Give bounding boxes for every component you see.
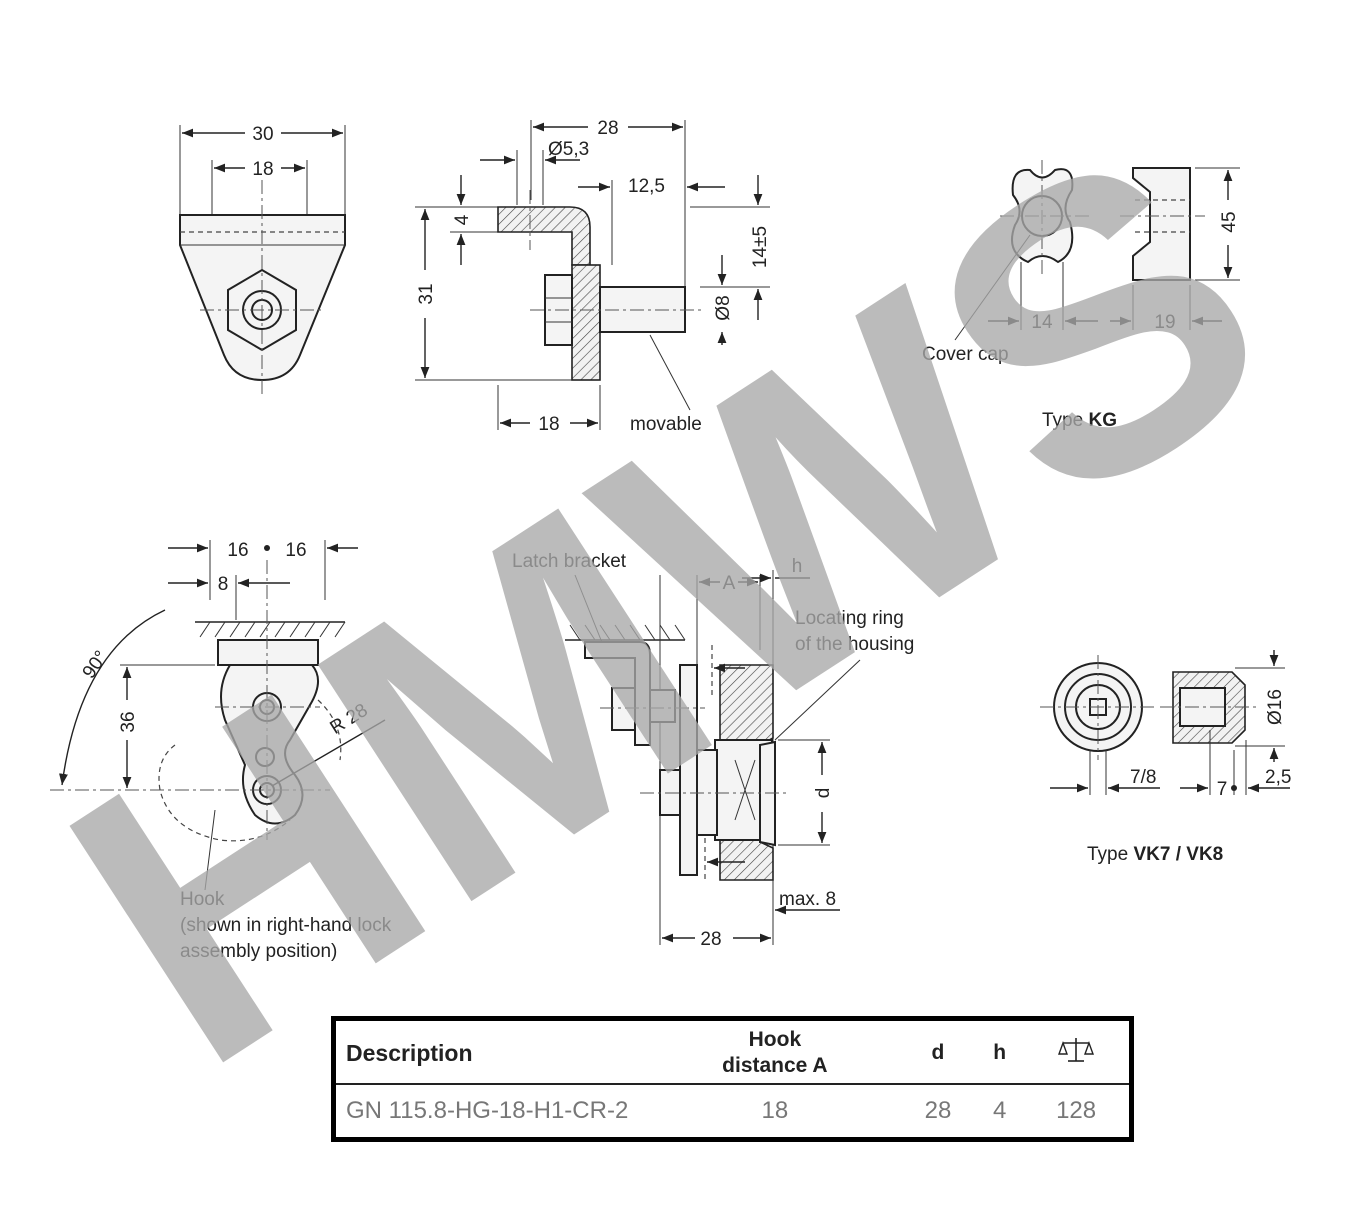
specification-table: Description Hook distance A d h <box>331 1016 1134 1142</box>
header-description: Description <box>336 1021 650 1085</box>
hook-offset-dim: 8 <box>218 574 229 595</box>
header-d: d <box>899 1021 977 1085</box>
side-range-dim: 14±5 <box>750 226 771 268</box>
cell-description: GN 115.8-HG-18-H1-CR-2 <box>346 1097 629 1124</box>
type-vk-view: Ø16 7/8 7 2,5 Type VK7 / VK8 <box>1040 650 1291 865</box>
front-width-dim: 30 <box>252 124 273 145</box>
front-hole-spacing-dim: 18 <box>252 159 273 180</box>
scale-icon <box>1058 1037 1095 1062</box>
assembly-d-dim: d <box>813 788 834 799</box>
assembly-h-dim: h <box>792 556 803 577</box>
hook-label-line1: Hook <box>180 889 225 910</box>
assembly-a-dim: A <box>723 573 736 594</box>
vk-7-dim: 7 <box>1217 779 1228 800</box>
header-weight <box>1023 1021 1129 1085</box>
movable-label: movable <box>630 414 702 435</box>
assembly-max-dim: max. 8 <box>779 889 836 910</box>
cell-d: 28 <box>924 1097 952 1124</box>
cell-hook-distance: 18 <box>761 1097 789 1124</box>
side-view: 28 Ø5,3 12,5 31 4 14±5 Ø8 <box>415 118 771 435</box>
table-row: GN 115.8-HG-18-H1-CR-2 18 28 4 128 <box>336 1084 1129 1137</box>
cell-weight: 128 <box>1056 1097 1097 1124</box>
assembly-depth-dim: 28 <box>700 929 721 950</box>
side-offset-dim: 12,5 <box>628 176 665 197</box>
locating-ring-label-line1: Locating ring <box>795 608 904 629</box>
side-width-dim: 28 <box>597 118 618 139</box>
hook-right-dim: 16 <box>285 540 306 561</box>
kg-height-dim: 45 <box>1219 211 1240 232</box>
front-view: 30 18 <box>179 124 346 395</box>
header-hook-line1: Hook <box>748 1028 802 1051</box>
header-hook-distance: Hook distance A <box>650 1021 900 1085</box>
table-header-row: Description Hook distance A d h <box>336 1021 1129 1085</box>
header-h: h <box>976 1021 1024 1085</box>
hook-label-line2: (shown in right-hand lock <box>180 915 392 936</box>
header-hook-line2: distance A <box>722 1054 828 1077</box>
cell-h: 4 <box>992 1097 1007 1124</box>
side-bolt-dim: Ø8 <box>713 295 734 320</box>
vk-25-dim: 2,5 <box>1265 767 1291 788</box>
hook-left-dim: 16 <box>227 540 248 561</box>
side-height-dim: 31 <box>416 283 437 304</box>
hook-label-line3: assembly position) <box>180 941 337 962</box>
cover-cap-label: Cover cap <box>922 344 1009 365</box>
hook-height-dim: 36 <box>118 711 139 732</box>
hook-angle-dim: 90° <box>79 647 113 683</box>
vk-diameter-dim: Ø16 <box>1265 689 1286 725</box>
type-kg-label: Type KG <box>1042 410 1117 431</box>
latch-bracket-label: Latch bracket <box>512 551 627 572</box>
type-vk-label: Type VK7 / VK8 <box>1087 844 1223 865</box>
locating-ring-label-line2: of the housing <box>795 634 914 655</box>
side-thickness-dim: 4 <box>452 214 473 225</box>
side-hole-dim: Ø5,3 <box>548 139 589 160</box>
kg-depth-dim: 19 <box>1154 312 1175 333</box>
side-base-dim: 18 <box>538 414 559 435</box>
assembly-view: Latch bracket A h Locating ring of the h… <box>512 551 914 950</box>
kg-width-dim: 14 <box>1031 312 1053 333</box>
type-kg-view: 45 14 19 Cover cap Type KG <box>922 160 1240 431</box>
vk-78-dim: 7/8 <box>1130 767 1156 788</box>
